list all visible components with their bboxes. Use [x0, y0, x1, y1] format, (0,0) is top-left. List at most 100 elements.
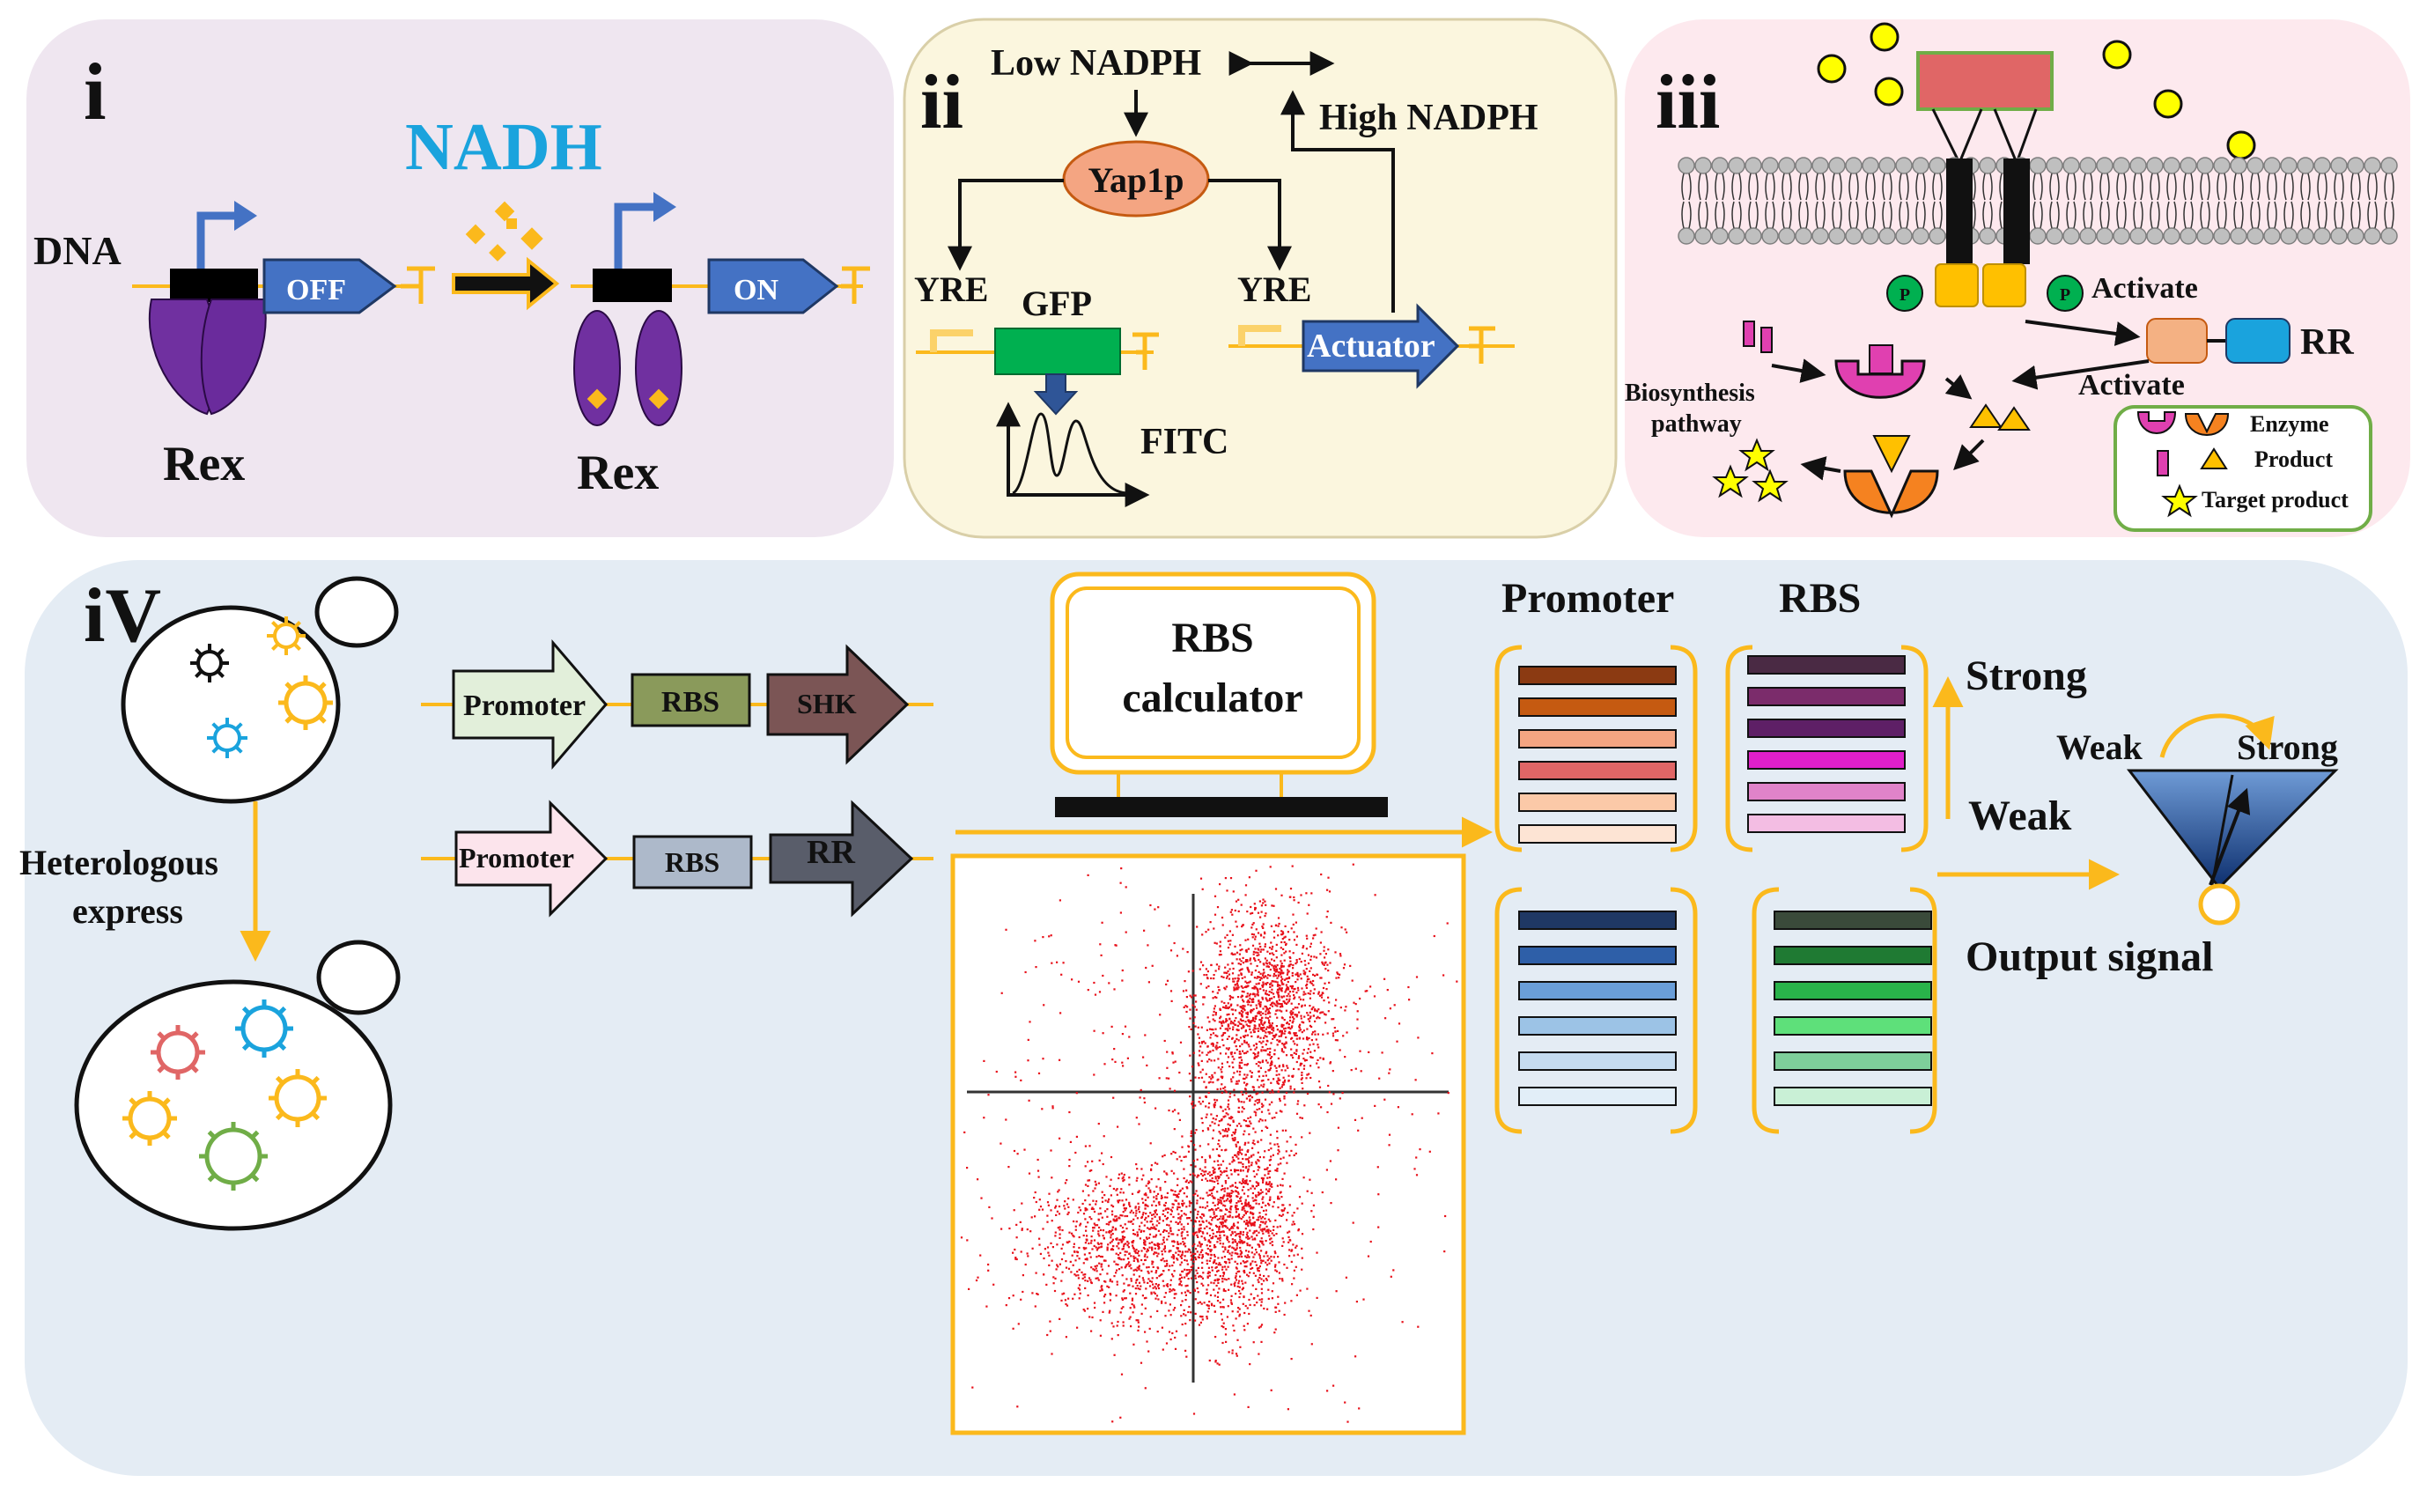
scatter-dot [1205, 1170, 1207, 1173]
scatter-dot [1154, 908, 1156, 911]
scatter-dot [1260, 1278, 1263, 1280]
scatter-dot [1214, 1310, 1216, 1313]
scatter-dot [1228, 1065, 1231, 1068]
scatter-dot [1205, 1086, 1207, 1088]
scatter-dot [1061, 1271, 1064, 1273]
scatter-dot [1220, 1306, 1222, 1309]
scatter-dot [1250, 1235, 1253, 1238]
scatter-dot [1095, 1265, 1098, 1267]
product-1 [1969, 403, 2003, 428]
scatter-dot [1215, 1214, 1218, 1217]
scatter-dot [1271, 904, 1273, 907]
scatter-dot [1205, 1252, 1207, 1255]
scatter-dot [1076, 1255, 1079, 1258]
scatter-dot [1225, 1007, 1228, 1009]
funnel-curve-arrow [2159, 713, 2275, 758]
scatter-dot [1236, 988, 1239, 991]
scatter-dot [1194, 1277, 1197, 1280]
scatter-dot [1236, 983, 1239, 985]
scatter-dot [1142, 1174, 1145, 1176]
scatter-dot [1209, 1257, 1212, 1259]
scatter-dot [1090, 1266, 1093, 1269]
scatter-dot [977, 1276, 979, 1279]
scatter-dot [1287, 1027, 1289, 1029]
scatter-dot [1260, 1221, 1263, 1223]
yre-right-label: YRE [1237, 269, 1311, 309]
scatter-dot [1068, 1231, 1071, 1234]
scatter-dot [1231, 963, 1234, 965]
scatter-dot [1243, 1133, 1245, 1136]
scatter-dot [1190, 1028, 1192, 1030]
scatter-dot [1201, 1266, 1204, 1269]
scatter-dot [1212, 1232, 1214, 1235]
scatter-dot [1284, 1302, 1287, 1304]
scatter-dot [1206, 1220, 1208, 1222]
scatter-points [960, 863, 1458, 1423]
scatter-dot [1133, 1250, 1136, 1252]
scatter-dot [1298, 1036, 1301, 1039]
scatter-dot [1121, 1199, 1124, 1202]
lipid-head [2196, 227, 2214, 245]
scatter-dot [1021, 1228, 1023, 1231]
scatter-dot [1214, 1180, 1216, 1184]
yeast-cell-icon [121, 605, 341, 804]
scatter-dot [1330, 921, 1332, 924]
scatter-dot [1094, 1187, 1096, 1190]
scatter-dot [1265, 1183, 1267, 1185]
scatter-dot [1087, 1294, 1089, 1297]
scatter-dot [1107, 1243, 1110, 1246]
scatter-dot [1275, 1073, 1278, 1076]
scatter-dot [1166, 1265, 1169, 1267]
scatter-dot [1269, 1169, 1272, 1172]
scatter-dot [1221, 1243, 1225, 1245]
scatter-dot [1199, 1274, 1201, 1278]
scatter-dot [1233, 1088, 1236, 1091]
scatter-dot [1184, 1213, 1187, 1216]
scatter-dot [1085, 1247, 1088, 1250]
scatter-dot [1253, 1176, 1256, 1178]
scatter-dot [1273, 965, 1275, 968]
scatter-dot [1218, 965, 1221, 968]
scatter-dot [1288, 1204, 1291, 1206]
lipid-head [1795, 157, 1812, 174]
scatter-dot [1124, 1297, 1126, 1300]
scatter-dot [1194, 1148, 1197, 1151]
scatter-dot [1257, 1036, 1259, 1038]
scatter-dot [1207, 985, 1210, 988]
scatter-dot [1066, 1213, 1069, 1215]
panel-ii-label: ii [920, 60, 963, 145]
scatter-dot [1281, 1129, 1284, 1132]
scatter-dot [1252, 1140, 1255, 1142]
scatter-dot [1242, 1234, 1244, 1236]
scatter-dot [1181, 1323, 1184, 1326]
scatter-dot [1156, 1243, 1159, 1245]
lipid-head [2330, 157, 2348, 174]
scatter-dot [1189, 1292, 1191, 1294]
scatter-dot [1248, 1165, 1250, 1168]
scatter-dot [1250, 971, 1253, 974]
scatter-dot [1265, 965, 1268, 968]
scatter-dot [1177, 1250, 1180, 1252]
scatter-dot [1255, 1063, 1258, 1066]
scatter-dot [1206, 1029, 1208, 1031]
scatter-dot [1228, 977, 1231, 980]
scatter-dot [1106, 1208, 1109, 1211]
scatter-dot [1208, 1301, 1211, 1303]
scatter-dot [1208, 1028, 1212, 1030]
scatter-dot [1135, 1212, 1138, 1214]
scatter-dot [1238, 1235, 1241, 1237]
scatter-dot [1243, 1143, 1246, 1146]
scatter-dot [1302, 945, 1305, 948]
scatter-dot [1255, 869, 1258, 872]
scatter-dot [1225, 1169, 1228, 1173]
scatter-dot [1269, 985, 1272, 988]
scatter-dot [1038, 1237, 1041, 1240]
scatter-dot [1276, 1002, 1279, 1005]
scatter-dot [1198, 1064, 1200, 1066]
scatter-dot [1117, 1334, 1119, 1337]
scatter-dot [1278, 1040, 1280, 1043]
scatter-dot [1266, 1126, 1269, 1129]
scatter-dot [1271, 1290, 1273, 1293]
scatter-dot [1123, 1282, 1125, 1285]
scatter-dot [1308, 977, 1310, 980]
